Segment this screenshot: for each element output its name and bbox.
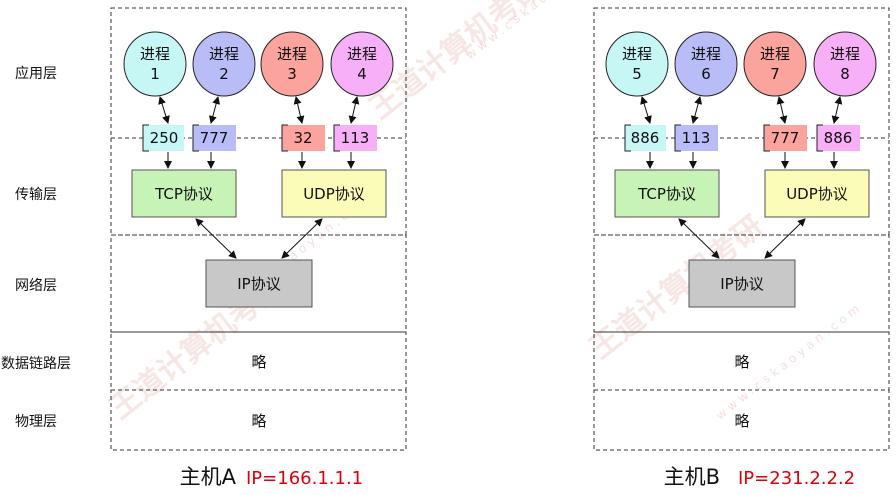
- layer-label-datalink: 数据链路层: [1, 356, 71, 372]
- ip-protocol-box: [205, 259, 313, 308]
- layer-label-physical: 物理层: [15, 414, 57, 430]
- port-777-label: 777: [200, 129, 229, 147]
- datalink-omitted-label: 略: [251, 353, 266, 371]
- port-protocol-arrows: [646, 152, 838, 169]
- process-6-number: 6: [701, 65, 711, 83]
- host-a-name: 主机A: [180, 465, 237, 489]
- process-2-circle: [192, 31, 256, 97]
- port-250-label: 250: [150, 129, 179, 147]
- port-protocol-arrows: [164, 152, 355, 169]
- process-port-arrows: [158, 96, 360, 124]
- process-1-circle: [123, 31, 187, 97]
- physical-omitted-label: 略: [734, 412, 749, 430]
- process-3-title: 进程: [277, 45, 307, 63]
- process-3-circle: [260, 31, 324, 97]
- port-box: 32: [281, 124, 325, 152]
- process-2-title: 进程: [209, 45, 239, 63]
- process-5-title: 进程: [622, 45, 652, 63]
- tcp-protocol-label: TCP协议: [154, 185, 213, 203]
- process-4-circle: [330, 31, 394, 97]
- layer-label-transport: 传输层: [15, 187, 57, 203]
- process-5-circle: [605, 31, 669, 97]
- port-32-label: 32: [293, 129, 312, 147]
- host-b-name: 主机B: [664, 465, 720, 489]
- process-4-title: 进程: [347, 45, 377, 63]
- process-1-number: 1: [150, 65, 160, 83]
- tcp-protocol-box: [614, 169, 720, 218]
- process-port-arrows: [640, 96, 843, 124]
- process-node: 进程 6: [674, 31, 738, 97]
- host-b-ip: IP=231.2.2.2: [738, 468, 855, 489]
- tcp-protocol-box: [131, 169, 237, 218]
- process-7-circle: [743, 31, 807, 97]
- process-6-title: 进程: [691, 45, 721, 63]
- process-node: 进程 8: [813, 31, 877, 97]
- process-5-number: 5: [632, 65, 642, 83]
- process-node: 进程 3: [260, 31, 324, 97]
- port-113-label: 113: [341, 129, 370, 147]
- port-box: 777: [192, 124, 236, 152]
- layer-labels: 应用层 传输层 网络层 数据链路层 物理层: [1, 65, 71, 430]
- host-a-ip: IP=166.1.1.1: [246, 468, 363, 489]
- host-b: 进程 5 进程 6 进程 7 进程 8 886 113: [593, 7, 890, 489]
- udp-protocol-label: UDP协议: [303, 185, 365, 203]
- layer-label-application: 应用层: [15, 65, 57, 82]
- process-8-number: 8: [840, 65, 850, 83]
- port-box: 777: [763, 124, 807, 152]
- process-7-number: 7: [770, 65, 780, 83]
- port-box: 886: [624, 124, 666, 152]
- process-4-number: 4: [357, 65, 367, 83]
- process-8-title: 进程: [830, 45, 860, 63]
- port-box: 113: [333, 124, 377, 152]
- process-node: 进程 5: [605, 31, 669, 97]
- process-3-number: 3: [287, 65, 297, 83]
- process-7-title: 进程: [760, 45, 790, 63]
- process-1-title: 进程: [140, 45, 170, 63]
- process-8-circle: [813, 31, 877, 97]
- process-node: 进程 2: [192, 31, 256, 97]
- process-2-number: 2: [219, 65, 229, 83]
- physical-omitted-label: 略: [251, 412, 266, 430]
- datalink-omitted-label: 略: [734, 353, 749, 371]
- process-node: 进程 4: [330, 31, 394, 97]
- ip-protocol-label: IP协议: [237, 275, 280, 293]
- ip-protocol-box: [688, 259, 796, 308]
- tcp-protocol-label: TCP协议: [637, 185, 696, 203]
- port-886-label: 886: [631, 129, 660, 147]
- udp-protocol-box: [764, 169, 870, 218]
- host-a: 进程 1 进程 2 进程 3 进程 4 250 777: [110, 7, 407, 489]
- port-777-label: 777: [771, 129, 800, 147]
- process-6-circle: [674, 31, 738, 97]
- port-box: 113: [674, 124, 718, 152]
- process-node: 进程 7: [743, 31, 807, 97]
- port-113-label: 113: [682, 129, 711, 147]
- port-box: 886: [816, 124, 860, 152]
- port-886-label: 886: [824, 129, 853, 147]
- layer-label-network: 网络层: [15, 278, 57, 294]
- udp-protocol-label: UDP协议: [786, 185, 848, 203]
- udp-protocol-box: [281, 169, 387, 218]
- port-box: 250: [142, 124, 184, 152]
- protocol-ip-arrows: [195, 218, 323, 259]
- protocol-ip-arrows: [678, 218, 806, 259]
- ip-protocol-label: IP协议: [720, 275, 763, 293]
- process-node: 进程 1: [123, 31, 187, 97]
